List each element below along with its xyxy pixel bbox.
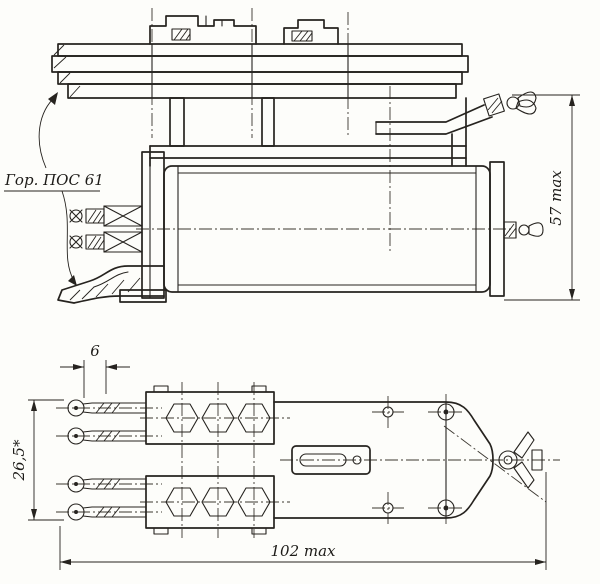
dim-57-label: 57 max — [547, 170, 565, 226]
terminal-lug-1 — [67, 399, 147, 417]
upper-right-bracket — [375, 93, 505, 135]
dimension-102-max: 102 max — [59, 472, 547, 570]
frame-straps — [149, 97, 467, 167]
plan-view: 6 26,5* 102 max — [10, 342, 560, 570]
terminal-lug-3 — [67, 475, 147, 493]
dimension-26-5: 26,5* — [10, 399, 64, 521]
solder-note: Гор. ПОС 61 — [4, 92, 104, 286]
terminal-lug-2 — [67, 427, 147, 445]
wing-screw-right-side — [503, 221, 544, 239]
side-view: 57 max Гор. ПОС 61 — [4, 8, 580, 304]
left-bracket — [119, 151, 167, 303]
wing-screw-top-right — [506, 91, 537, 115]
plan-view-centerlines — [56, 382, 560, 538]
contact-block-bottom — [145, 475, 275, 535]
terminal-screw-1 — [69, 205, 143, 227]
dim-26-5-label: 26,5* — [10, 439, 28, 481]
terminal-screw-2 — [69, 231, 143, 253]
dim-102-label: 102 max — [270, 542, 336, 560]
contact-block-top — [145, 385, 275, 445]
upper-contact-stack-left — [149, 15, 257, 45]
solder-hook — [57, 265, 165, 304]
solder-note-label: Гор. ПОС 61 — [4, 171, 104, 189]
dim-6-label: 6 — [90, 342, 100, 360]
center-slot-plate — [291, 445, 371, 475]
dimension-57-max: 57 max — [504, 94, 580, 301]
dimension-6: 6 — [60, 342, 130, 398]
mounting-plates — [51, 43, 469, 99]
wing-screw-plan — [498, 431, 543, 489]
upper-contact-stack-right — [283, 19, 339, 45]
rivet-holes — [382, 403, 455, 517]
terminal-lug-4 — [67, 503, 147, 521]
